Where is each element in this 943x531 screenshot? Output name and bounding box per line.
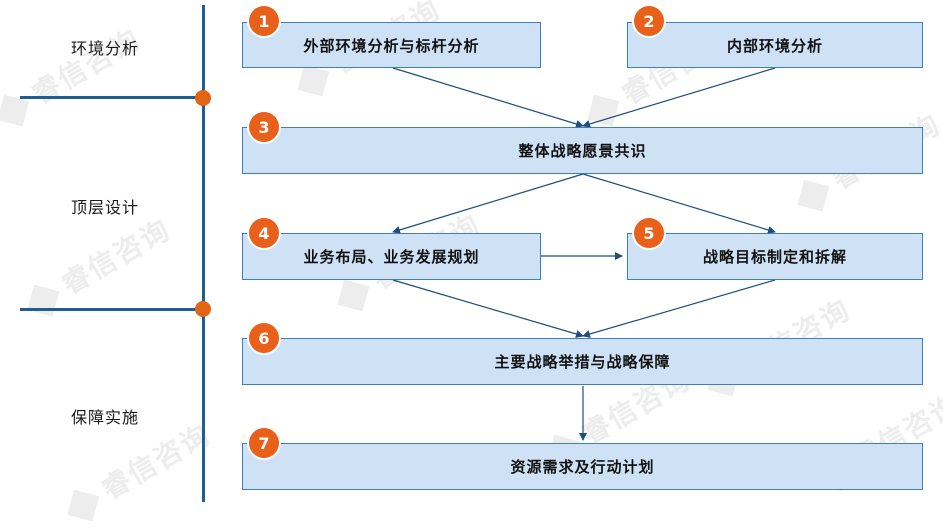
timeline-vertical-line <box>202 5 205 502</box>
arrow-5-to-6 <box>582 279 776 338</box>
step-label: 战略目标制定和拆解 <box>702 248 847 266</box>
arrow-1-to-3 <box>392 67 584 128</box>
phase-divider-dot-1 <box>195 90 211 106</box>
step-box-vision-consensus: 整体战略愿景共识 <box>242 127 923 174</box>
step-box-strategic-goals: 战略目标制定和拆解 <box>627 233 923 280</box>
step-box-internal-analysis: 内部环境分析 <box>627 22 923 68</box>
step-label: 业务布局、业务发展规划 <box>303 248 480 266</box>
step-label: 主要战略举措与战略保障 <box>494 353 671 371</box>
flow-arrows <box>392 67 776 441</box>
step-number-badge: 5 <box>634 218 664 248</box>
phase-label-environment-analysis: 环境分析 <box>70 39 139 58</box>
step-number-badge: 3 <box>249 112 279 142</box>
step-box-resource-action-plan: 资源需求及行动计划 <box>242 443 923 490</box>
step-number-badge: 6 <box>249 323 279 353</box>
arrow-2-to-3 <box>582 67 776 128</box>
step-box-external-analysis: 外部环境分析与标杆分析 <box>242 22 541 68</box>
step-label: 资源需求及行动计划 <box>510 458 655 476</box>
phase-divider-1 <box>20 96 203 99</box>
step-label: 整体战略愿景共识 <box>518 142 647 160</box>
step-number-badge: 4 <box>249 218 279 248</box>
phase-label-implementation: 保障实施 <box>70 408 139 427</box>
step-number-badge: 2 <box>634 6 664 36</box>
step-label: 外部环境分析与标杆分析 <box>303 36 480 55</box>
step-number-badge: 1 <box>249 6 279 36</box>
step-box-strategic-initiatives: 主要战略举措与战略保障 <box>242 338 923 385</box>
phase-divider-dot-2 <box>195 301 211 317</box>
arrow-3-to-5 <box>582 173 776 234</box>
step-label: 内部环境分析 <box>726 36 823 55</box>
phase-label-top-level-design: 顶层设计 <box>70 198 139 217</box>
arrow-3-to-4 <box>392 173 584 234</box>
arrow-4-to-6 <box>392 279 584 338</box>
phase-divider-2 <box>20 308 203 311</box>
step-number-badge: 7 <box>249 428 279 458</box>
step-box-business-planning: 业务布局、业务发展规划 <box>242 233 541 280</box>
